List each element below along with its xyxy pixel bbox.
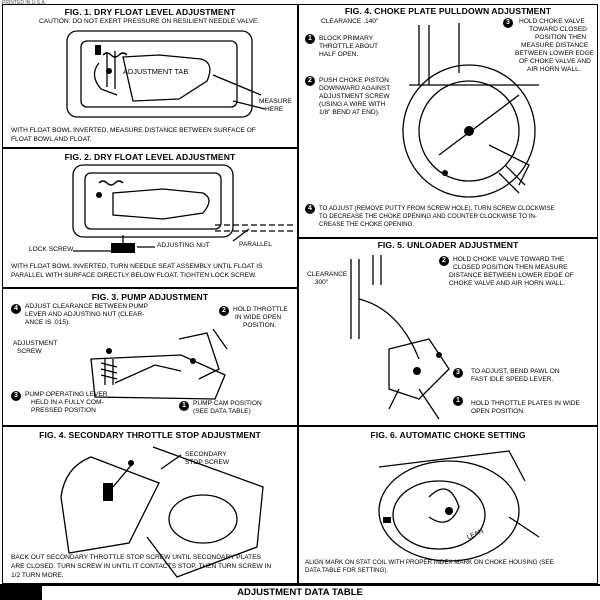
fig2-parallel-label: PARALLEL <box>239 241 272 248</box>
fig5-panel: FIG. 5. UNLOADER ADJUSTMENT CLEARANCE .3… <box>298 238 598 426</box>
fig4-choke-step3-line7: AIR HORN WALL. <box>527 66 581 73</box>
fig3-step3-line1: PUMP OPERATING LEVER <box>25 391 108 398</box>
fig6-title: FIG. 6. AUTOMATIC CHOKE SETTING <box>370 430 526 440</box>
fig3-step4-line2: LEVER AND ADJUSTING NUT (CLEAR- <box>25 311 145 318</box>
fig3-step2-marker: 2 <box>219 306 229 316</box>
fig3-step3-line2: HELD IN A FULLY COM- <box>31 399 104 406</box>
fig3-step3-marker: 3 <box>11 391 21 401</box>
fig4-choke-step3-line2: TOWARD CLOSED <box>529 26 587 33</box>
fig3-step3-line3: PRESSED POSITION <box>31 407 96 414</box>
fig4-choke-step3-line4: MEASURE DISTANCE <box>521 42 589 49</box>
fig4-choke-step3-line5: BETWEEN LOWER EDGE <box>515 50 595 57</box>
fig4-choke-clearance: CLEARANCE .140" <box>321 18 379 25</box>
fig4-choke-step1-line3: HALF OPEN. <box>319 51 359 58</box>
fig1-panel: FIG. 1. DRY FLOAT LEVEL ADJUSTMENT CAUTI… <box>2 4 298 148</box>
fig4-choke-step1-marker: 1 <box>305 34 315 44</box>
fig2-illustration <box>72 164 293 253</box>
fig5-step2-marker: 2 <box>439 256 449 266</box>
table-corner-block <box>0 584 42 600</box>
fig4-choke-step3-line3: POSITION THEN <box>535 34 587 41</box>
fig4-secondary-label-line2: STOP SCREW <box>185 459 230 466</box>
fig4-secondary-panel: FIG. 4. SECONDARY THROTTLE STOP ADJUSTME… <box>2 426 298 584</box>
fig1-title: FIG. 1. DRY FLOAT LEVEL ADJUSTMENT <box>64 7 236 17</box>
fig4-choke-panel: FIG. 4. CHOKE PLATE PULLDOWN ADJUSTMENT … <box>298 4 598 238</box>
fig3-step2-line1: HOLD THROTTLE <box>233 306 288 313</box>
data-table-title: ADJUSTMENT DATA TABLE <box>237 587 363 598</box>
fig1-illustration <box>66 30 266 118</box>
fig3-screw-line2: SCREW <box>17 348 42 355</box>
fig4-choke-step3-line6: OF CHOKE VALVE AND <box>519 58 591 65</box>
fig4-secondary-illustration <box>60 446 264 578</box>
fig4-choke-step2-line2: DOWNWARD AGAINST <box>319 85 391 92</box>
fig4-secondary-caption-line3: 1/2 TURN MORE. <box>11 572 64 579</box>
fig5-illustration <box>350 255 450 420</box>
fig3-illustration <box>90 328 228 400</box>
fig5-step3-line1: TO ADJUST, BEND PAWL ON <box>471 368 560 375</box>
fig4-choke-illustration <box>402 23 539 198</box>
fig3-step4-line1: ADJUST CLEARANCE BETWEEN PUMP <box>25 303 148 310</box>
fig4-choke-step2-line4: (USING A WIRE WITH <box>319 101 386 108</box>
fig5-step1-marker: 1 <box>453 396 463 406</box>
fig1-caution: CAUTION: DO NOT EXERT PRESSURE ON RESILI… <box>39 18 260 25</box>
fig4-choke-title: FIG. 4. CHOKE PLATE PULLDOWN ADJUSTMENT <box>344 6 552 16</box>
fig3-step1-line1: PUMP CAM POSITION <box>193 400 262 407</box>
data-table-header: ADJUSTMENT DATA TABLE <box>0 584 600 600</box>
fig5-step2-line2: CLOSED POSITION THEN MEASURE <box>453 264 568 271</box>
fig4-choke-step4-line3: CREASE THE CHOKE OPENING. <box>319 221 415 228</box>
fig2-nut-label: ADJUSTING NUT <box>157 242 210 249</box>
fig5-clearance-line1: CLEARANCE <box>307 271 348 278</box>
fig4-choke-step4-line1: TO ADJUST (REMOVE PUTTY FROM SCREW HOLE)… <box>319 205 555 212</box>
fig4-choke-step2-line1: PUSH CHOKE PISTON <box>319 77 389 84</box>
fig4-choke-step1-line2: THROTTLE ABOUT <box>319 43 378 50</box>
page-header: PRINTED IN U.S.A. <box>2 0 47 6</box>
fig3-title: FIG. 3. PUMP ADJUSTMENT <box>91 292 209 302</box>
fig1-measure-label: MEASURE <box>259 98 292 105</box>
fig4-choke-step2-line3: ADJUSTMENT SCREW <box>319 93 390 100</box>
fig5-step2-line1: HOLD CHOKE VALVE TOWARD THE <box>453 256 565 263</box>
fig3-panel: FIG. 3. PUMP ADJUSTMENT 4 ADJUST CLEARAN… <box>2 288 298 426</box>
fig5-step2-line4: CHOKE VALVE AND AIR HORN WALL. <box>449 280 566 287</box>
fig5-clearance-line2: .300" <box>313 279 329 286</box>
fig2-caption-line2: PARALLEL WITH SURFACE DIRECTLY BELOW FLO… <box>11 272 257 279</box>
fig4-choke-step4-line2: TO DECREASE THE CHOKE OPENING AND COUNTE… <box>319 213 537 220</box>
fig2-lockscrew-label: LOCK SCREW <box>29 246 74 253</box>
fig5-step1-line1: HOLD THROTTLE PLATES IN WIDE <box>471 400 580 407</box>
fig4-choke-step3-marker: 3 <box>503 18 513 28</box>
fig3-step1-marker: 1 <box>179 401 189 411</box>
fig3-step2-line2: IN WIDE OPEN <box>235 314 282 321</box>
fig6-panel: FIG. 6. AUTOMATIC CHOKE SETTING LEAN ALI… <box>298 426 598 584</box>
fig5-step2-line3: DISTANCE BETWEEN LOWER EDGE OF <box>449 272 574 279</box>
fig6-illustration <box>378 450 540 562</box>
fig5-step3-marker: 3 <box>453 368 463 378</box>
fig4-secondary-title: FIG. 4. SECONDARY THROTTLE STOP ADJUSTME… <box>39 430 261 440</box>
fig1-here-label: HERE <box>265 106 284 113</box>
fig1-caption-line2: FLOAT BOWL AND FLOAT. <box>11 136 92 143</box>
fig4-secondary-caption-line2: ARE CLOSED. TURN SCREW IN UNTIL IT CONTA… <box>11 563 272 570</box>
fig4-secondary-caption-line1: BACK OUT SECONDARY THROTTLE STOP SCREW U… <box>11 554 262 561</box>
fig4-choke-step1-line1: BLOCK PRIMARY <box>319 35 374 42</box>
fig4-choke-step2-marker: 2 <box>305 76 315 86</box>
fig3-step2-line3: POSITION. <box>243 322 277 329</box>
fig3-screw-line1: ADJUSTMENT <box>13 340 58 347</box>
fig3-step4-line3: ANCE IS .015). <box>25 319 71 326</box>
fig2-caption-line1: WITH FLOAT BOWL INVERTED, TURN NEEDLE SE… <box>11 263 263 270</box>
fig1-tab-label: ADJUSTMENT TAB <box>123 67 189 76</box>
fig2-panel: FIG. 2. DRY FLOAT LEVEL ADJUSTMENT LOCK … <box>2 148 298 288</box>
fig5-title: FIG. 5. UNLOADER ADJUSTMENT <box>377 240 519 250</box>
fig4-choke-step2-line5: 1/8" BEND AT END). <box>319 109 380 116</box>
fig4-choke-step3-line1: HOLD CHOKE VALVE <box>519 18 585 25</box>
fig5-step3-line2: FAST IDLE SPEED LEVER. <box>471 376 554 383</box>
fig1-caption-line1: WITH FLOAT BOWL INVERTED, MEASURE DISTAN… <box>11 127 256 134</box>
fig3-step1-line2: (SEE DATA TABLE) <box>193 408 251 415</box>
fig3-step4-marker: 4 <box>11 304 21 314</box>
fig4-choke-step4-marker: 4 <box>305 204 315 214</box>
fig2-title: FIG. 2. DRY FLOAT LEVEL ADJUSTMENT <box>64 152 236 162</box>
fig4-secondary-label-line1: SECONDARY <box>185 451 227 458</box>
fig6-caption-line2: DATA TABLE FOR SETTING). <box>305 567 389 574</box>
fig6-caption-line1: ALIGN MARK ON STAT COIL WITH PROPER INDE… <box>305 559 554 566</box>
fig5-step1-line2: OPEN POSITION. <box>471 408 525 415</box>
